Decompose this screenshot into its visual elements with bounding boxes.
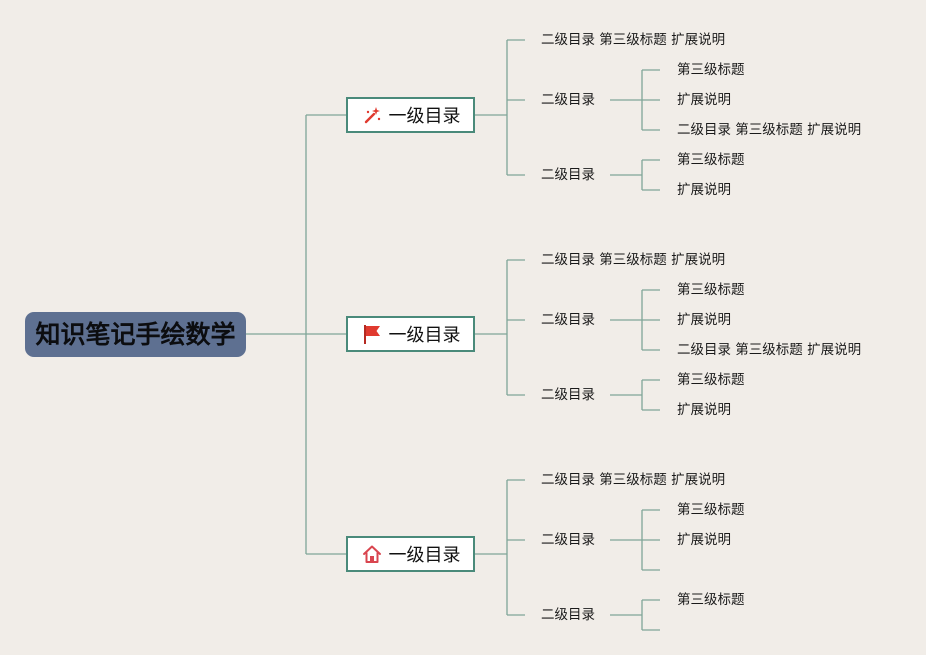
level3-topic[interactable]: 扩展说明 xyxy=(677,532,731,548)
level3-topic[interactable]: 第三级标题 xyxy=(677,282,745,298)
level2-topic[interactable]: 二级目录 xyxy=(541,92,595,108)
level2-topic[interactable]: 二级目录 xyxy=(541,167,595,183)
level3-topic[interactable]: 二级目录 第三级标题 扩展说明 xyxy=(677,122,862,138)
level2-topic[interactable]: 二级目录 xyxy=(541,387,595,403)
level2-topic[interactable]: 二级目录 xyxy=(541,312,595,328)
level2-topic[interactable]: 二级目录 xyxy=(541,532,595,548)
level1-topic-3[interactable]: 一级目录 xyxy=(346,536,475,572)
level3-topic[interactable]: 第三级标题 xyxy=(677,592,745,608)
level2-topic[interactable]: 二级目录 第三级标题 扩展说明 xyxy=(541,32,726,48)
level3-topic[interactable]: 扩展说明 xyxy=(677,92,731,108)
level2-topic[interactable]: 二级目录 第三级标题 扩展说明 xyxy=(541,252,726,268)
red-flag-icon xyxy=(361,323,383,345)
level2-topic[interactable]: 二级目录 第三级标题 扩展说明 xyxy=(541,472,726,488)
level1-label: 一级目录 xyxy=(388,545,461,566)
level1-topic-1[interactable]: 一级目录 xyxy=(346,97,475,133)
level1-topic-2[interactable]: 一级目录 xyxy=(346,316,475,352)
magic-wand-icon xyxy=(361,104,383,126)
level3-topic[interactable]: 第三级标题 xyxy=(677,152,745,168)
level3-topic[interactable]: 第三级标题 xyxy=(677,62,745,78)
level1-label: 一级目录 xyxy=(388,106,461,127)
level3-topic[interactable]: 二级目录 第三级标题 扩展说明 xyxy=(677,342,862,358)
level3-topic[interactable]: 扩展说明 xyxy=(677,182,731,198)
level3-topic[interactable]: 扩展说明 xyxy=(677,312,731,328)
level3-topic[interactable]: 第三级标题 xyxy=(677,502,745,518)
level2-topic[interactable]: 二级目录 xyxy=(541,607,595,623)
root-topic[interactable]: 知识笔记手绘数学 xyxy=(25,312,246,357)
level3-topic[interactable]: 扩展说明 xyxy=(677,402,731,418)
level3-topic[interactable]: 第三级标题 xyxy=(677,372,745,388)
level1-label: 一级目录 xyxy=(388,325,461,346)
home-icon xyxy=(361,543,383,565)
